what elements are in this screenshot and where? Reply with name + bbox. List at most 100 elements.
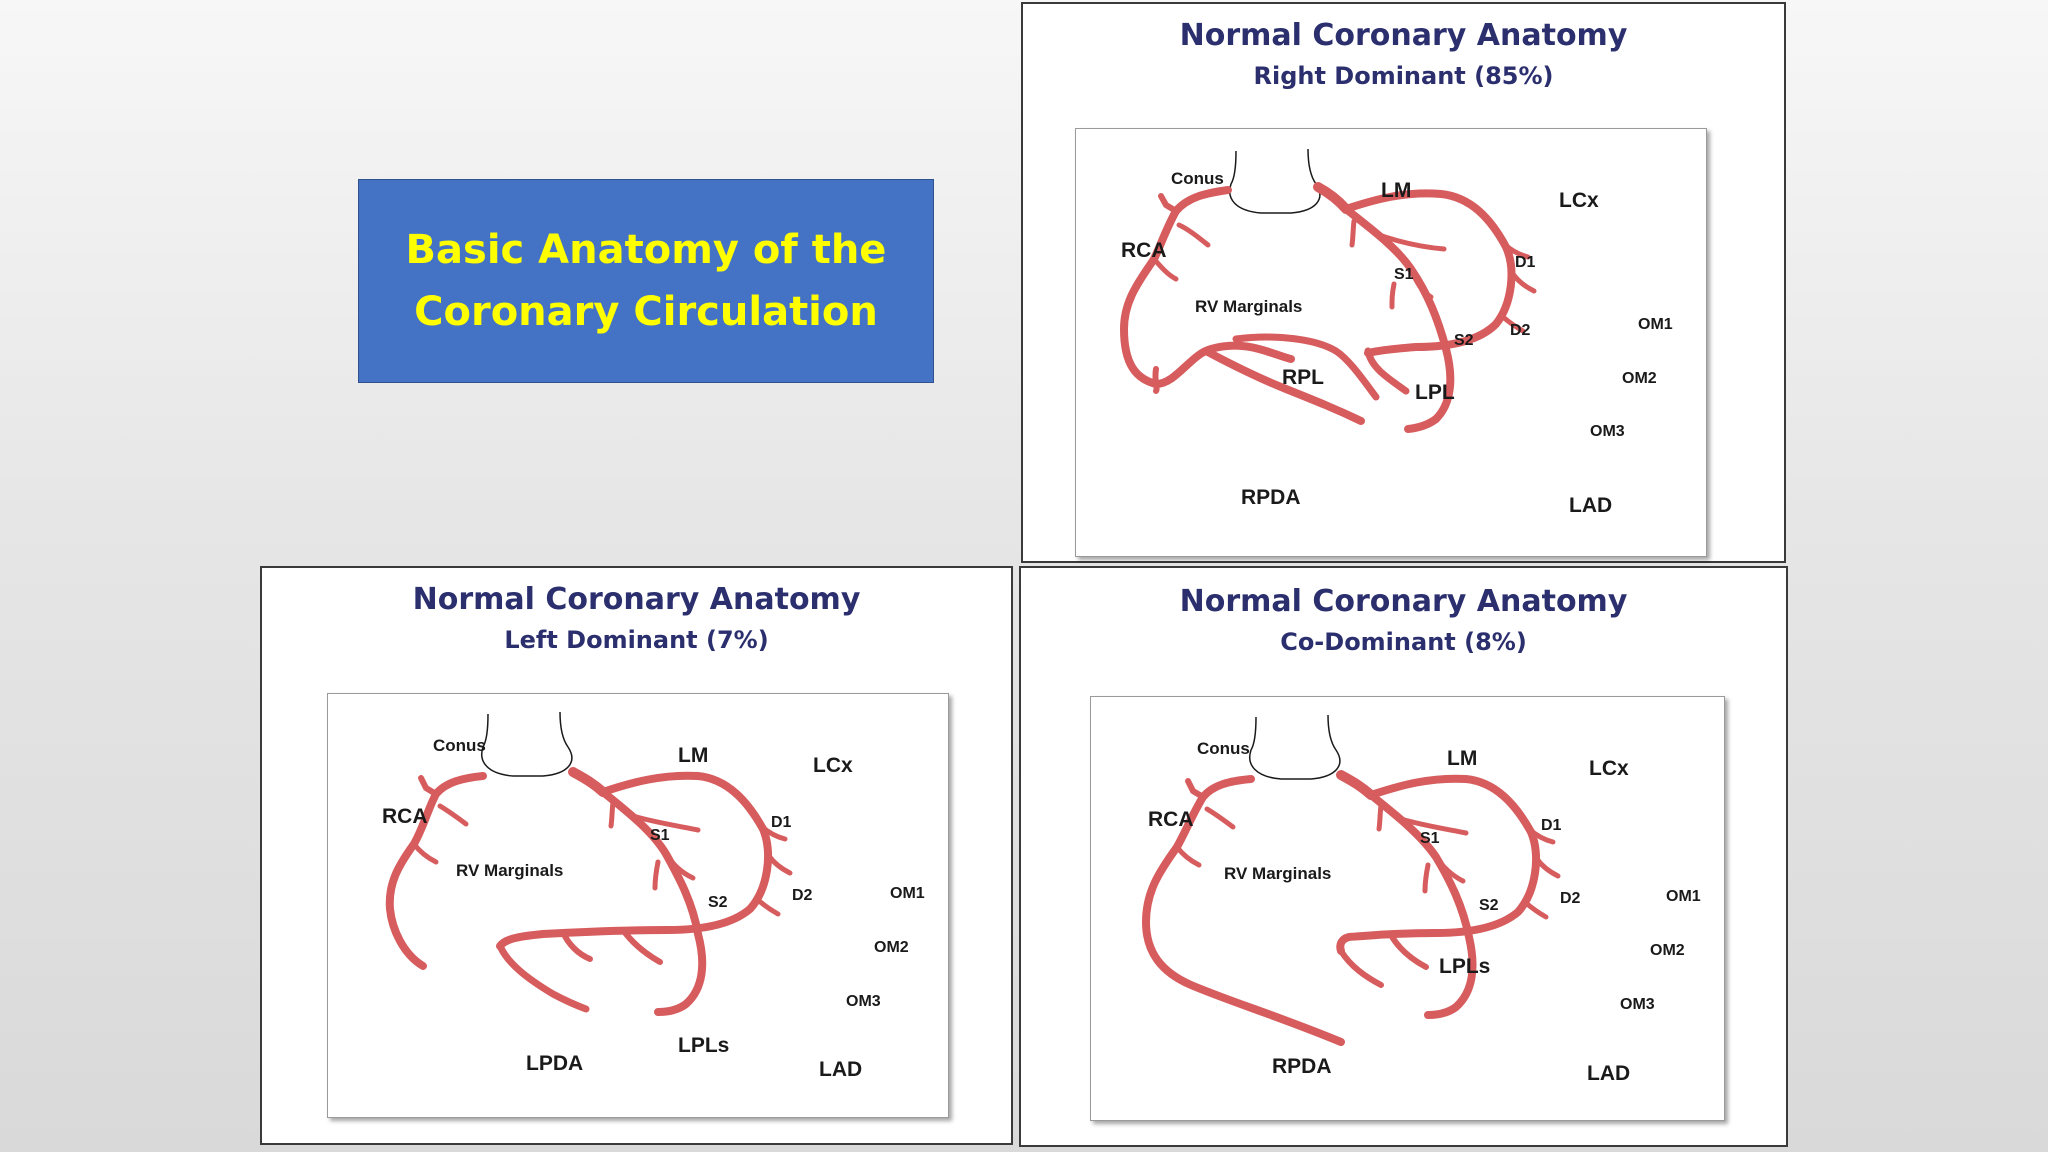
label-om2: OM2 [874,939,909,956]
label-om3: OM3 [1590,423,1625,440]
label-om1: OM1 [1638,316,1673,333]
label-lad: LAD [1569,494,1612,517]
aortic-root [481,711,573,777]
panel-subtitle: Left Dominant (7%) [504,626,769,654]
vessel-conus [1158,193,1179,214]
vessel-rpl [1232,333,1380,401]
vessel-s2 [1422,862,1431,894]
label-lcx: LCx [813,754,853,777]
label-lpls: LPLs [1439,955,1490,978]
vessel-s2 [652,859,661,891]
vessel-om1 [1526,826,1556,845]
vessel-rv-marginal-2 [1174,844,1202,868]
label-om2: OM2 [1622,370,1657,387]
vessel-om2 [1534,856,1561,879]
label-rv-marginals: RV Marginals [456,861,563,880]
vessel-conus [418,775,439,797]
vessel-lcx [1336,774,1541,955]
label-s2: S2 [708,894,728,911]
label-lpda: LPDA [526,1052,583,1075]
label-lad: LAD [1587,1062,1630,1085]
aortic-root [1249,714,1341,780]
vessel-s1 [1349,218,1357,248]
panel-left-dominant: Normal Coronary Anatomy Left Dominant (7… [260,566,1013,1145]
vessel-om3 [1523,900,1549,920]
vessel-lpl-1 [1338,948,1384,988]
label-lad: LAD [819,1058,862,1081]
vessel-rpda [1202,347,1365,425]
vessel-rv-marginal-1 [1176,222,1211,248]
label-lm: LM [678,744,708,767]
vessel-s1 [608,799,616,829]
label-rca: RCA [382,805,428,828]
label-s1: S1 [1394,266,1414,283]
diagram-frame: Conus LM LCx RCA S1 D1 RV Marginals S2 D… [1075,128,1707,557]
diagram-frame: Conus LM LCx RCA S1 D1 RV Marginals S2 D… [327,693,949,1118]
label-conus: Conus [1171,169,1224,188]
label-rca: RCA [1121,239,1167,262]
panel-right-dominant: Normal Coronary Anatomy Right Dominant (… [1021,2,1786,563]
vessel-lpl-1 [620,927,663,965]
label-lm: LM [1381,179,1411,202]
label-d2: D2 [1560,890,1581,907]
vessel-d2 [663,851,696,881]
label-om3: OM3 [846,993,881,1010]
vessel-lcx [496,771,773,950]
label-rpl: RPL [1282,366,1324,389]
diagram-frame: Conus LM LCx RCA S1 D1 RV Marginals S2 D… [1090,696,1725,1121]
vessel-s2 [1389,281,1397,310]
vessel-rca-tail [1152,366,1160,394]
vessel-lpl-2 [560,929,593,962]
panel-title: Normal Coronary Anatomy [1179,18,1628,53]
panel-title: Normal Coronary Anatomy [412,582,861,617]
label-lcx: LCx [1559,189,1599,212]
label-rpda: RPDA [1241,486,1301,509]
label-lm: LM [1447,747,1477,770]
vessel-lad [599,788,707,1016]
vessel-d1 [1398,816,1469,836]
vessel-om1 [758,823,788,842]
panel-subtitle: Right Dominant (85%) [1253,62,1554,90]
label-lpl: LPL [1415,381,1455,404]
vessel-rv-marginal-2 [1151,256,1179,282]
vessel-s1 [1376,802,1384,832]
label-d2: D2 [792,887,813,904]
vessel-lm [568,767,608,797]
coronary-diagram-co-dominant: Conus LM LCx RCA S1 D1 RV Marginals S2 D… [1142,714,1701,1085]
slide-title-line-2: Coronary Circulation [414,289,878,335]
vessel-lpl-2 [1388,932,1429,970]
vessel-lpl [1364,347,1410,395]
label-lpls: LPLs [678,1034,729,1057]
panel-title: Normal Coronary Anatomy [1179,584,1628,619]
vessel-d1 [1373,231,1447,252]
vessel-rv-marginal-2 [411,841,439,865]
vessel-d1 [630,813,701,833]
label-d1: D1 [1541,817,1562,834]
label-s1: S1 [650,827,670,844]
label-rpda: RPDA [1272,1055,1332,1078]
label-om2: OM2 [1650,942,1685,959]
vessel-rv-marginal-1 [1204,806,1236,830]
label-rv-marginals: RV Marginals [1224,864,1331,883]
vessel-om3 [755,897,781,917]
vessel-d2 [1408,266,1434,300]
label-om1: OM1 [1666,888,1701,905]
vessel-om2 [766,853,793,876]
panel-subtitle: Co-Dominant (8%) [1280,628,1527,656]
vessel-lcx [1342,189,1516,357]
slide-title-box: Basic Anatomy of the Coronary Circulatio… [358,179,934,383]
label-s2: S2 [1479,897,1499,914]
vessel-conus [1185,778,1206,800]
label-rca: RCA [1148,808,1194,831]
coronary-diagram-left-dominant: Conus LM LCx RCA S1 D1 RV Marginals S2 D… [382,711,925,1081]
vessel-lpda [496,942,590,1013]
vessel-d2 [1433,854,1466,884]
vessel-om1 [1501,241,1531,260]
slide-title-line-1: Basic Anatomy of the [405,227,887,273]
label-d1: D1 [1515,254,1536,271]
vessel-lad [1367,791,1477,1019]
label-rv-marginals: RV Marginals [1195,297,1302,316]
label-d1: D1 [771,814,792,831]
aortic-root [1229,148,1321,214]
label-om3: OM3 [1620,996,1655,1013]
